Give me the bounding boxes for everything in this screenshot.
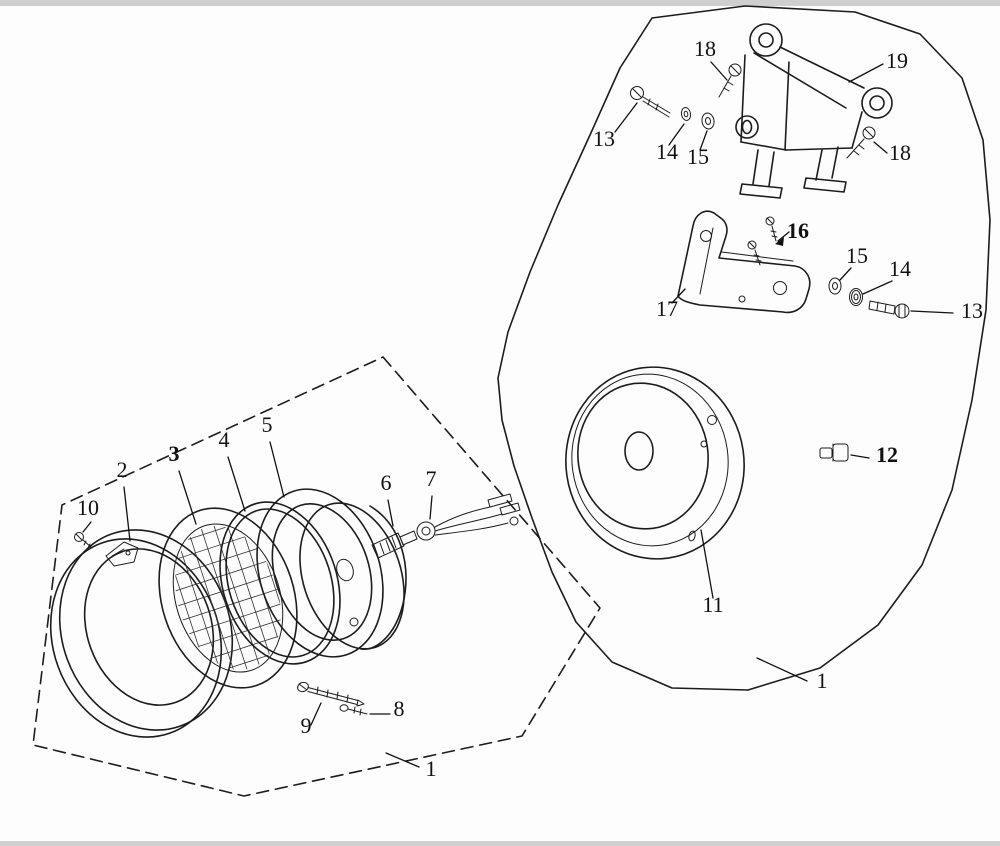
bolt-18-right [846, 126, 876, 159]
washer-14-top [680, 107, 692, 121]
part-label-15-top: 15 [687, 144, 709, 169]
headlamp-shell-11 [565, 366, 745, 560]
washer-15-right [828, 277, 842, 295]
right-assembly-boundary [497, 5, 991, 691]
screw-16-upper [765, 216, 778, 242]
bolt-18-top [718, 63, 742, 98]
part-label-18-right: 18 [889, 140, 911, 165]
part-label-16: 16 [787, 218, 809, 243]
left-assembly-boundary [32, 356, 601, 797]
part-label-9: 9 [301, 713, 312, 738]
gasket-ring [256, 488, 384, 658]
part-label-14-right: 14 [889, 256, 911, 281]
wiring-harness [434, 493, 521, 536]
part-label-1-right: 1 [817, 668, 828, 693]
washer-14-right [849, 288, 863, 306]
mounting-bracket-19 [735, 23, 893, 199]
screw-8 [339, 704, 368, 716]
scan-edge-bottom [0, 841, 1000, 846]
retaining-clip-2 [105, 541, 139, 567]
screw-10 [74, 532, 93, 549]
part-label-18-top: 18 [694, 36, 716, 61]
part-label-6: 6 [381, 470, 392, 495]
leader-arrowhead [775, 237, 784, 246]
screw-9 [297, 681, 365, 707]
reflector-housing [299, 502, 407, 650]
scan-edge-top [0, 0, 1000, 6]
part-label-12: 12 [876, 442, 898, 467]
part-label-11: 11 [702, 592, 723, 617]
part-label-4: 4 [219, 427, 230, 452]
part-labels: 18 19 13 14 15 18 16 17 15 14 13 12 11 1… [77, 36, 983, 781]
part-label-2: 2 [117, 457, 128, 482]
part-label-8: 8 [394, 696, 405, 721]
part-label-5: 5 [262, 412, 273, 437]
part-label-10: 10 [77, 495, 99, 520]
part-label-17: 17 [656, 296, 678, 321]
bolt-12 [819, 443, 849, 462]
screw-13-top [630, 86, 671, 118]
part-label-19: 19 [886, 48, 908, 73]
part-label-3: 3 [169, 441, 180, 466]
wire-connector [416, 521, 436, 541]
part-label-1-left: 1 [426, 756, 437, 781]
bolt-13-right [868, 300, 910, 319]
lens-ring [219, 501, 341, 665]
part-label-15-right: 15 [846, 243, 868, 268]
screw-16-lower [747, 240, 762, 266]
part-label-13-top: 13 [593, 126, 615, 151]
part-label-13-right: 13 [961, 298, 983, 323]
bulb-holder [371, 530, 418, 559]
part-label-14-top: 14 [656, 139, 678, 164]
part-label-7: 7 [426, 466, 437, 491]
washer-15-top [701, 112, 715, 130]
leader-lines [82, 61, 954, 768]
